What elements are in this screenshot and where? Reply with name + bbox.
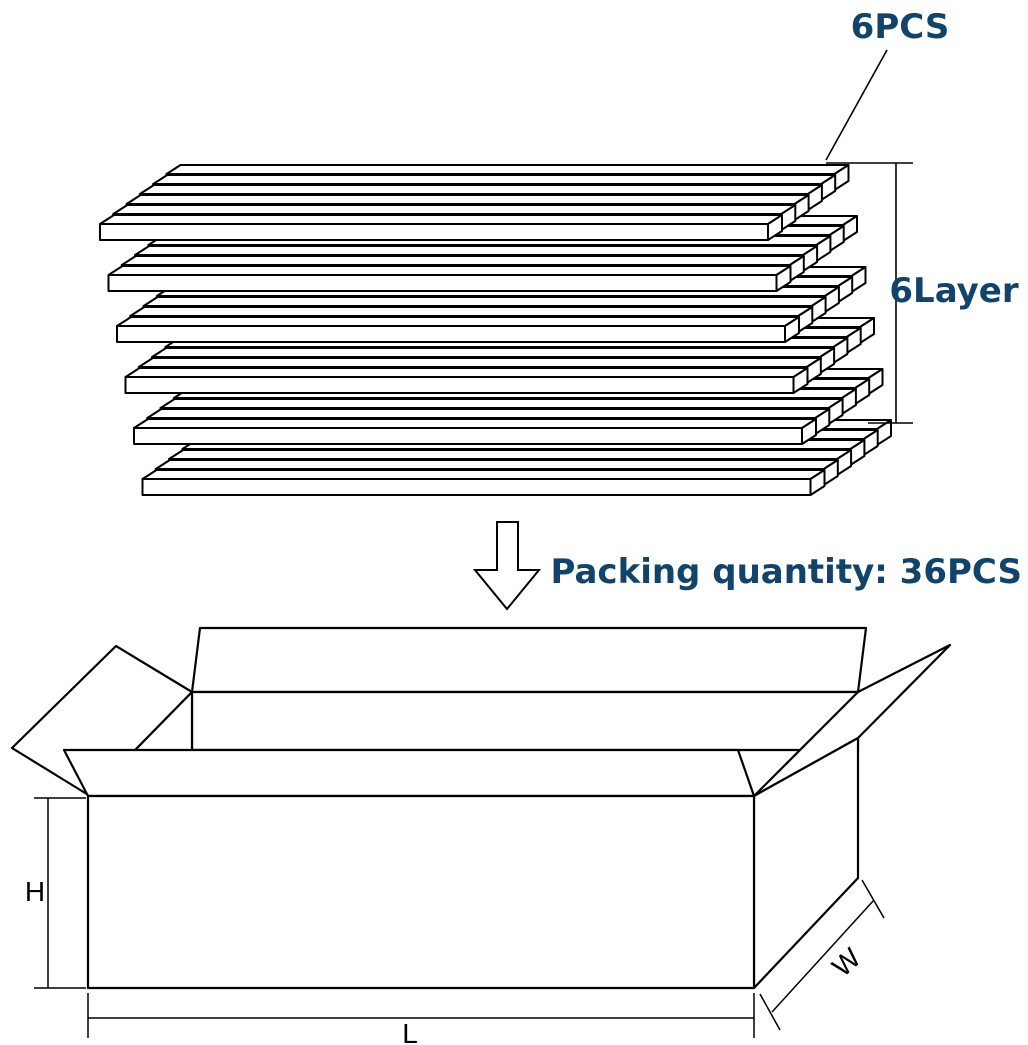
stack-bar-top (125, 194, 810, 205)
stack-bar (141, 469, 826, 496)
stack-bar-front (107, 274, 778, 292)
length-label: L (402, 1018, 418, 1045)
stack-bar-front (99, 223, 769, 241)
box-back-wall (190, 690, 860, 752)
stack-bar-end (767, 214, 783, 241)
stack-bar-front (141, 478, 812, 496)
stack-bar-end (792, 367, 809, 394)
stack-bar (107, 265, 792, 292)
stack-bar-top (137, 357, 822, 368)
stack-bar-end (809, 469, 826, 496)
stack-bar-top (165, 164, 850, 175)
stack-bar-top (107, 265, 792, 276)
packing-quantity-label: Packing quantity: 36PCS (550, 552, 1022, 592)
stack-bar-end (801, 418, 817, 445)
stack-bar-top (99, 214, 783, 225)
stack-bar-top (129, 306, 814, 317)
layer-bracket (826, 162, 913, 424)
stack-bar-top (141, 469, 826, 480)
stack-bar-end (784, 316, 800, 343)
stack-bar-top (138, 184, 823, 195)
pcs-leader-line (825, 49, 888, 161)
stack-bar (124, 367, 809, 394)
layers-label: 6Layer (889, 271, 1018, 311)
down-arrow-icon (472, 521, 542, 611)
stack-bar-top (168, 449, 853, 460)
height-label: H (25, 876, 45, 907)
stack-bar-top (159, 398, 844, 409)
box-back-flap (190, 626, 868, 694)
stack-bar-top (154, 459, 839, 470)
stack-bar-top (120, 255, 805, 266)
stack-bar-end (775, 265, 792, 292)
stack-bar-top (112, 204, 797, 215)
stack-bar-top (146, 408, 831, 419)
stack-bar-front (133, 427, 803, 445)
stack-bar-top (134, 245, 819, 256)
carton-box (10, 626, 952, 990)
stack-bar-front (124, 376, 795, 394)
stack-bar-front (116, 325, 786, 343)
stack-bar-top (142, 296, 827, 307)
stack-bar-top (116, 316, 800, 327)
width-label: W (826, 942, 867, 983)
stack-bar-top (152, 174, 837, 185)
stack-bar-top (151, 347, 836, 358)
dimension-lines (34, 797, 885, 1038)
bar-stack (99, 164, 892, 496)
box-front-face (86, 794, 756, 990)
stack-bar (99, 214, 783, 241)
stack-bar-top (133, 418, 817, 429)
stack-bar-top (124, 367, 809, 378)
stack-bar (133, 418, 817, 445)
pieces-per-layer-label: 6PCS (851, 7, 950, 47)
stack-bar (116, 316, 800, 343)
box-front-flap (62, 748, 756, 798)
